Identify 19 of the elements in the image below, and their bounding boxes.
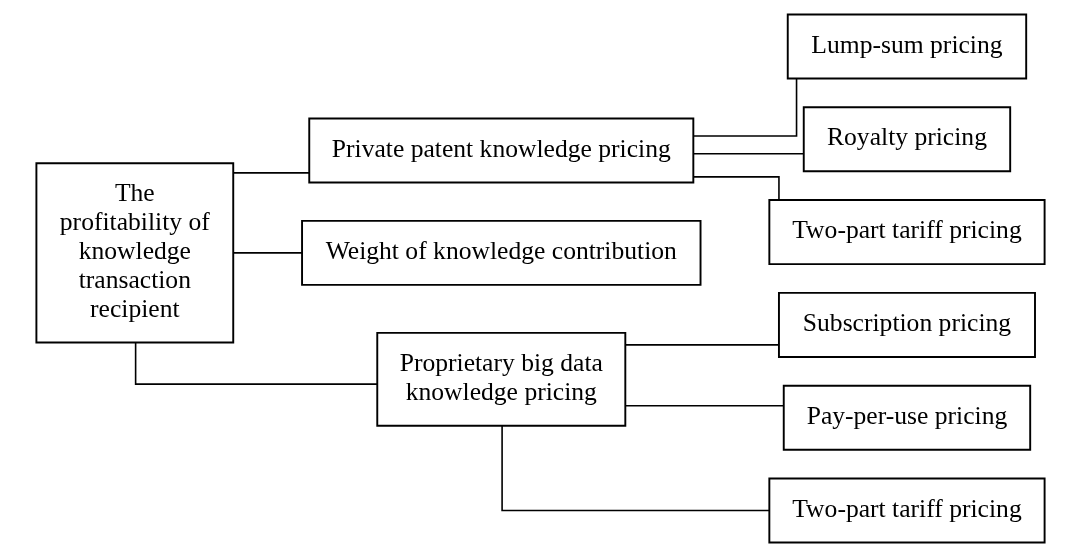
connector <box>624 344 780 346</box>
connector <box>692 176 780 201</box>
node-box: Private patent knowledge pricing <box>308 117 695 184</box>
node-box: Pay-per-use pricing <box>782 384 1032 451</box>
connector <box>134 341 378 385</box>
node-box: Proprietary big data knowledge pricing <box>376 331 627 427</box>
node-box: Lump-sum pricing <box>786 13 1028 80</box>
connector <box>232 252 303 254</box>
node-box: Subscription pricing <box>778 291 1036 358</box>
connector <box>501 425 771 512</box>
node-box: Weight of knowledge contribution <box>301 219 702 286</box>
node-box: Two-part tariff pricing <box>768 199 1046 266</box>
node-box: The profitability of knowledge transaction recipient <box>35 162 235 344</box>
connector <box>692 152 805 155</box>
node-box: Royalty pricing <box>802 106 1012 173</box>
connector <box>692 78 798 137</box>
connector <box>232 172 310 174</box>
node-box: Two-part tariff pricing <box>768 477 1046 544</box>
connector <box>624 404 785 407</box>
